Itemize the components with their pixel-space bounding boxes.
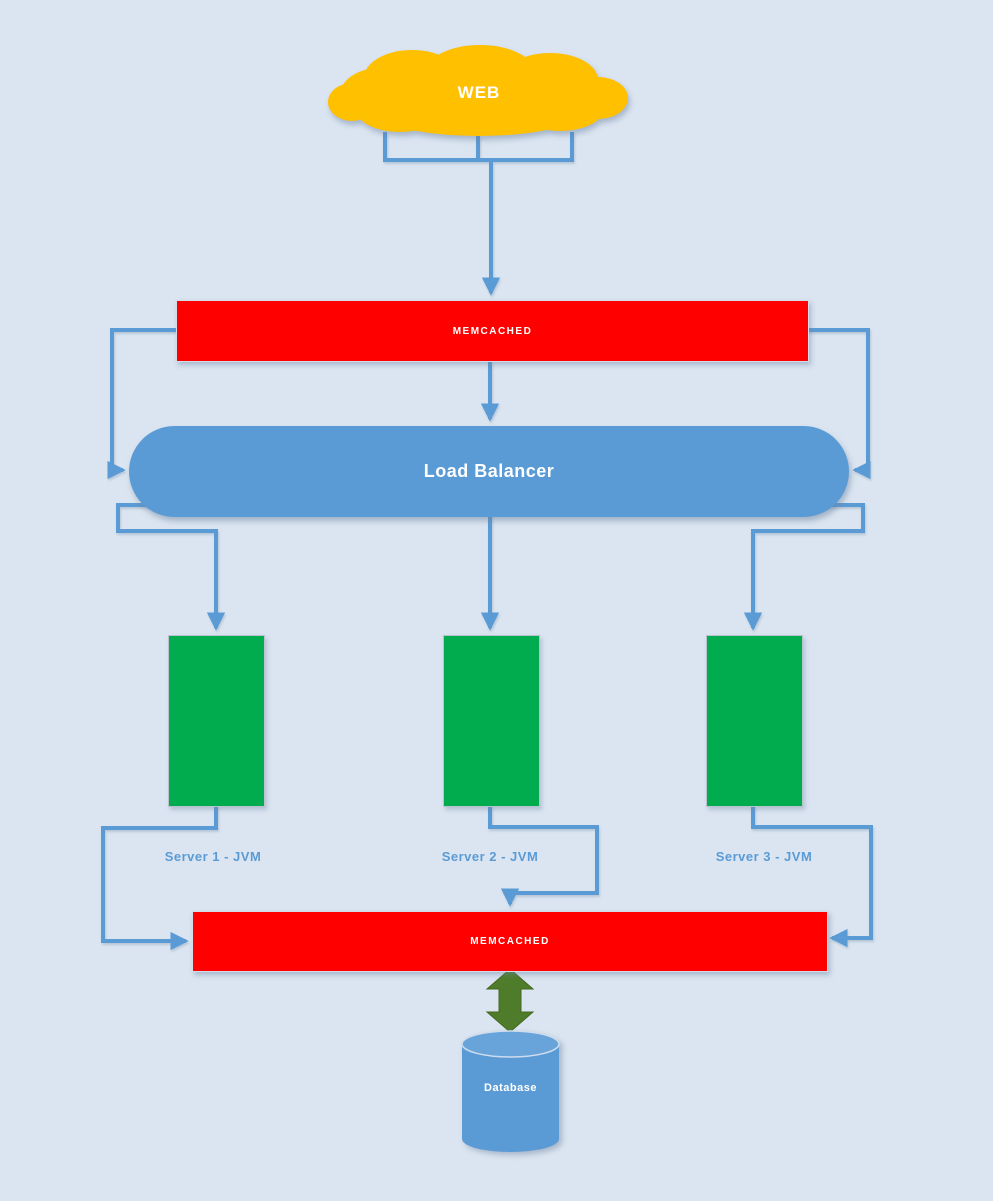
node-server-2 [443, 635, 540, 807]
memcached-top-label: MEMCACHED [452, 325, 533, 337]
database-label: Database [484, 1082, 537, 1094]
edge-server1-to-memcached-bottom [101, 805, 218, 951]
server-1-label: Server 1 - JVM [164, 849, 262, 864]
edge-lb-to-server1 [116, 503, 226, 631]
server-2-label: Server 2 - JVM [441, 849, 539, 864]
node-server-3 [706, 635, 803, 807]
node-server-1 [168, 635, 265, 807]
edge-memcached-top-to-lb-left [107, 328, 176, 480]
node-load-balancer: Load Balancer [129, 426, 849, 517]
node-memcached-bottom: MEMCACHED [192, 911, 828, 972]
memcached-bottom-label: MEMCACHED [470, 936, 550, 947]
node-memcached-top: MEMCACHED [176, 300, 809, 362]
server-3-label: Server 3 - JVM [715, 849, 813, 864]
edge-memcached-top-to-lb-right [807, 328, 871, 480]
load-balancer-label: Load Balancer [423, 461, 555, 481]
edge-server2-to-memcached-bottom [488, 805, 599, 907]
database-cylinder-shape [461, 1030, 560, 1152]
web-cloud-shape [328, 45, 628, 136]
memcached-database-double-arrow [485, 968, 535, 1033]
web-cloud-label: WEB [457, 83, 501, 102]
edge-web-bracket [383, 132, 574, 162]
edge-server3-to-memcached-bottom [751, 805, 873, 948]
edge-lb-to-server3 [743, 503, 865, 631]
